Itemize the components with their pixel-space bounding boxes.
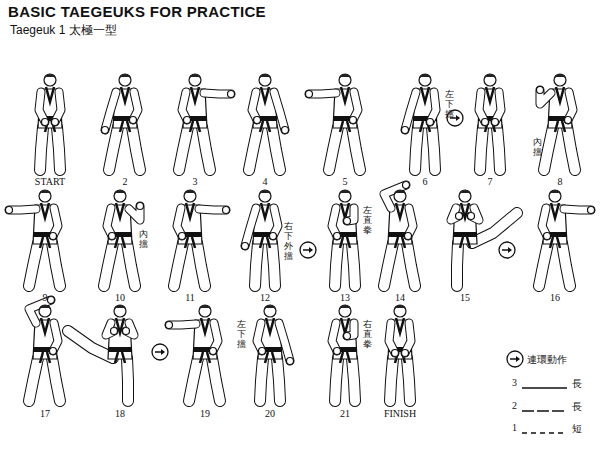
technique-label: 左直拳	[363, 206, 372, 236]
step-number: 10	[115, 292, 125, 303]
taekwondo-figure	[102, 74, 141, 170]
taekwondo-figure	[179, 74, 235, 170]
taekwondo-figure	[478, 74, 502, 170]
legend-sample	[522, 433, 567, 434]
taekwondo-figure	[306, 74, 361, 170]
taekwondo-figure	[68, 305, 134, 401]
step-number: 2	[123, 176, 128, 187]
taekwondo-figure	[451, 190, 517, 286]
step-number: 4	[263, 176, 268, 187]
taekwondo-figure	[537, 74, 576, 170]
step-number: 8	[558, 176, 563, 187]
taekwondo-figure	[174, 190, 230, 286]
technique-label: 內擋	[533, 138, 542, 158]
subtitle: Taegeuk 1 太極一型	[10, 22, 117, 39]
legend-number: 3	[512, 377, 517, 388]
step-number: 14	[395, 292, 405, 303]
continuous-arrow-symbol	[152, 344, 168, 360]
step-number: 5	[343, 176, 348, 187]
technique-label: 左下擋	[445, 90, 454, 120]
step-number: 6	[423, 176, 428, 187]
legend-sample	[522, 411, 567, 412]
technique-label: 右下外擋	[284, 222, 293, 262]
technique-label: 左下擋	[237, 320, 246, 350]
taekwondo-figure	[38, 74, 62, 170]
step-number: 13	[340, 292, 350, 303]
step-number: 18	[115, 408, 125, 419]
step-number: 12	[260, 292, 270, 303]
legend-sample	[522, 388, 567, 389]
step-number: 17	[40, 408, 50, 419]
taekwondo-figure	[257, 305, 294, 401]
taekwondo-figure	[249, 74, 289, 170]
taekwondo-figure	[332, 305, 357, 401]
taekwondo-figure	[29, 297, 60, 402]
legend-text: 長	[572, 377, 582, 391]
step-number: 9	[43, 292, 48, 303]
legend-text: 連環動作	[527, 353, 567, 367]
continuous-arrow-symbol	[507, 351, 523, 367]
technique-label: 右直拳	[363, 320, 372, 350]
step-number: 16	[550, 292, 560, 303]
step-number: 3	[193, 176, 198, 187]
taekwondo-figure	[6, 190, 61, 286]
legend-text: 長	[572, 400, 582, 414]
continuous-arrow-symbol	[300, 242, 316, 258]
taekwondo-figure	[104, 190, 144, 286]
technique-label: 內擋	[139, 230, 148, 250]
step-number: 19	[200, 408, 210, 419]
step-number: START	[35, 176, 65, 187]
taekwondo-figure	[384, 182, 415, 287]
step-number: FINISH	[384, 408, 416, 419]
page-title: BASIC TAEGEUKS FOR PRACTICE	[8, 3, 266, 20]
taekwondo-figure	[388, 305, 412, 401]
legend-number: 2	[512, 400, 517, 411]
legend-number: 1	[512, 422, 517, 433]
taekwondo-figure	[402, 74, 438, 170]
step-number: 21	[340, 408, 350, 419]
step-number: 11	[185, 292, 195, 303]
step-number: 20	[265, 408, 275, 419]
continuous-arrow-symbol	[499, 242, 515, 258]
legend-sample	[507, 351, 523, 367]
legend-text: 短	[572, 422, 582, 436]
taekwondo-figure	[242, 190, 279, 286]
taekwondo-figure	[539, 190, 595, 286]
step-number: 15	[460, 292, 470, 303]
step-number: 7	[488, 176, 493, 187]
taekwondo-figure	[332, 190, 357, 286]
taekwondo-figure	[166, 305, 221, 401]
